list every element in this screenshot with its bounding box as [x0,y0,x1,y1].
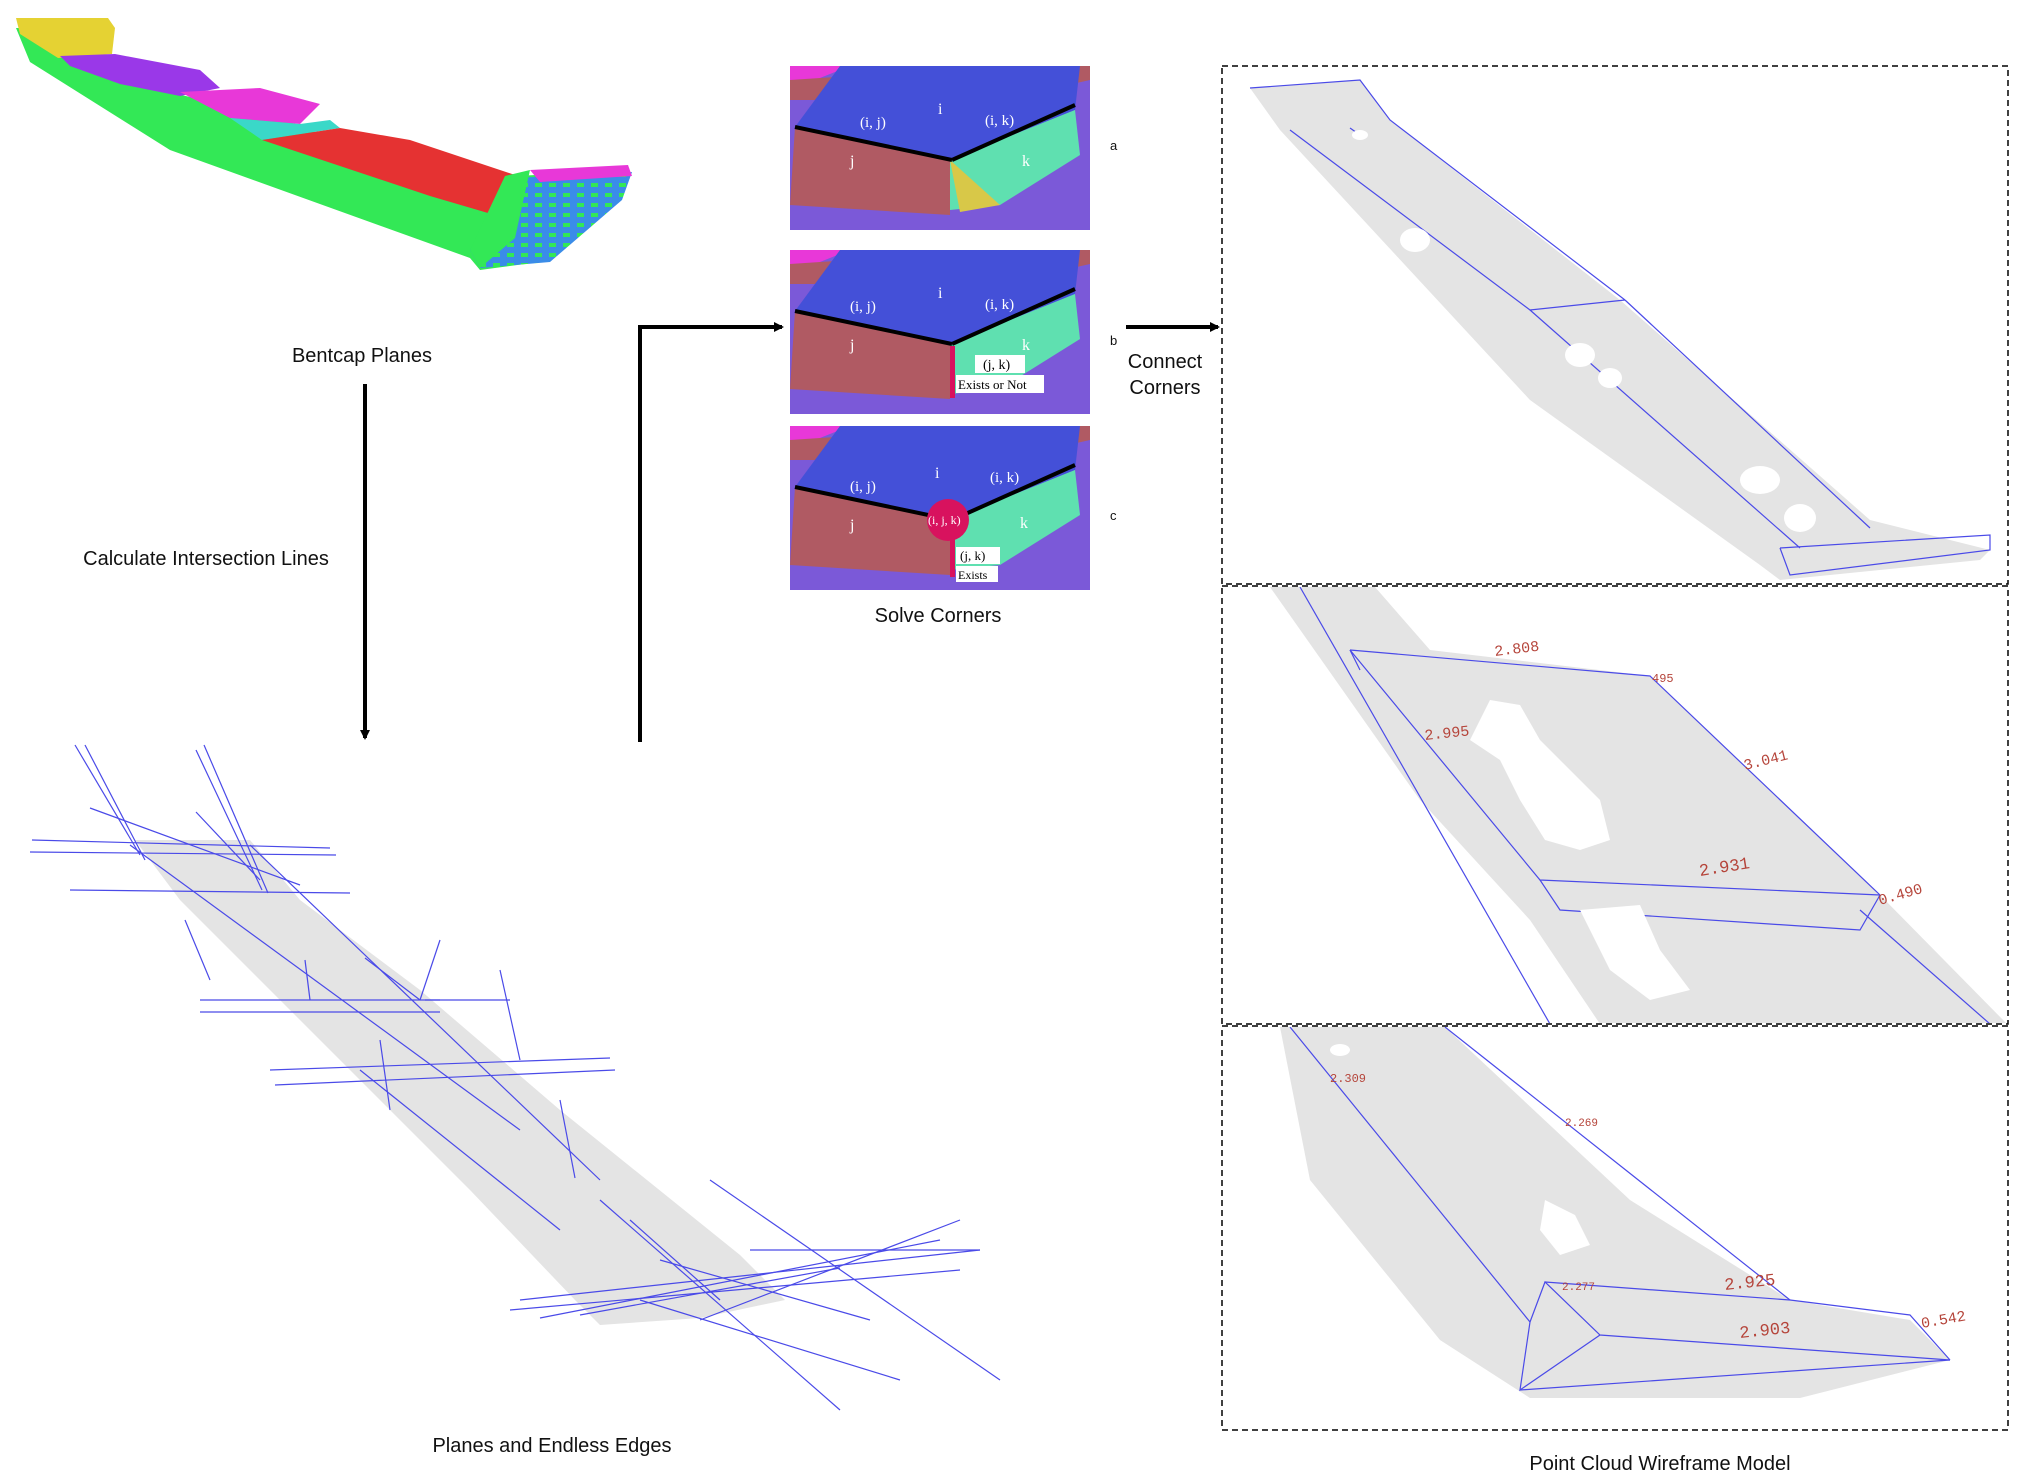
panel-a-label-i: i [938,101,943,118]
dim-bot-2277: 2.277 [1562,1282,1595,1294]
panel-c-label-corner: (i, j, k) [928,513,961,527]
corner-panel-b: i (i, j) (i, k) j k (j, k) Exists or Not… [790,250,1117,414]
dim-mid-3041: 3.041 [1742,747,1790,774]
panel-c-label-k: k [1020,515,1028,532]
panel-a-tag: a [1110,138,1118,153]
panel-b-label-i: i [938,285,943,302]
label-solve-corners: Solve Corners [875,605,1002,627]
endless-plane-grey [135,840,785,1325]
panel-b-label-k: k [1022,337,1030,354]
bentcap-planes-model [16,18,632,270]
panel-c-corner-marker [927,499,969,541]
dim-bot-2309: 2.309 [1330,1072,1366,1086]
endless-edge-lines [29,744,1001,1411]
dim-mid-2808: 2.808 [1494,639,1541,661]
panel-a-label-ij: (i, j) [860,115,886,131]
dim-mid-495: 495 [1652,672,1674,686]
panel-c-label-jk: (j, k) [960,548,985,563]
bentcap-red-deck [262,128,518,218]
corner-panel-a: i (i, j) (i, k) j k a [790,66,1118,230]
panel-c-label-j: j [849,517,854,534]
dim-bot-2269: 2.269 [1565,1118,1598,1130]
label-connect-corners-2: Corners [1129,377,1200,399]
wireframe-box-top [1221,65,2009,585]
label-connect-corners-1: Connect [1128,351,1203,373]
panel-a-label-ik: (i, k) [985,113,1014,129]
panel-c-label-i: i [935,465,940,482]
arrow-to-solve-corners [638,322,784,742]
panel-b-label-jk: (j, k) [983,358,1011,373]
wireframe-box-bottom [1221,1025,2009,1431]
label-wireframe-model: Point Cloud Wireframe Model [1529,1453,1790,1475]
panel-b-status: Exists or Not [958,377,1027,392]
panel-a-label-k: k [1022,153,1030,170]
bentcap-yellow-end [16,18,115,58]
bentcap-purple-top [60,54,220,96]
bentcap-green-rim [470,170,530,268]
planes-endless-edges [29,744,1001,1411]
wireframe-box-mid [1221,585,2009,1025]
panel-b-label-j: j [849,337,854,354]
label-calc-intersection: Calculate Intersection Lines [83,548,329,570]
panel-a-label-j: j [849,153,854,170]
bentcap-magenta-step [180,88,320,124]
panel-c-label-ij: (i, j) [850,479,876,495]
corner-panel-c: (i, j, k) i (i, j) (i, k) j k (j, k) Exi… [790,426,1117,590]
wireframe-zoom-middle: 2.808 2.995 3.041 2.931 0.490 495 [1270,587,2007,1023]
panel-c-tag: c [1110,508,1117,523]
panel-b-label-ik: (i, k) [985,297,1014,313]
panel-b-tag: b [1110,333,1117,348]
wireframe-zoom-bottom: 2.309 2.269 2.925 2.903 0.542 2.277 [1280,1027,1967,1398]
label-planes-endless: Planes and Endless Edges [432,1435,671,1457]
bentcap-magenta-end [530,165,632,182]
wireframe-full-model [1249,79,1991,580]
dim-mid-0490: 0.490 [1877,881,1925,910]
bentcap-teal-step [230,118,340,140]
dim-bot-0542: 0.542 [1920,1308,1967,1333]
panel-c-label-ik: (i, k) [990,470,1019,486]
panel-c-status: Exists [958,568,988,582]
label-bentcap-planes: Bentcap Planes [292,345,432,367]
dim-mid-2995: 2.995 [1424,723,1471,745]
panel-b-label-ij: (i, j) [850,299,876,315]
